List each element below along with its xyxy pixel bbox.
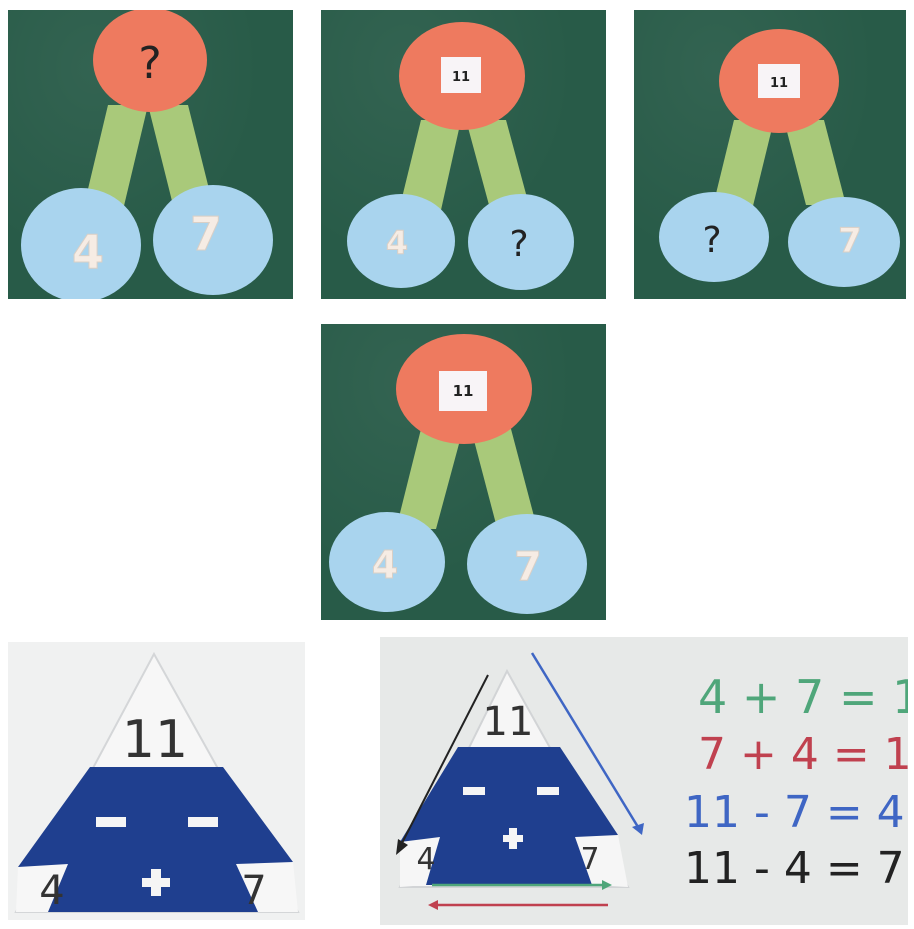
bond-right-circle xyxy=(467,514,587,614)
equation-2: 7 + 4 = 11 xyxy=(698,729,908,780)
triangle-right-number: 7 xyxy=(580,842,599,877)
triangle-left-number: 4 xyxy=(416,842,435,877)
bond-leg-left xyxy=(712,120,774,210)
bond-right-circle xyxy=(468,194,574,290)
triangle-left-number: 4 xyxy=(39,868,64,914)
arrow-green-head xyxy=(602,880,612,890)
number-bond-illustration: ? 4 7 xyxy=(21,8,273,302)
bond-left-circle xyxy=(659,192,769,282)
triangle-corner-left xyxy=(16,864,68,912)
arrow-black-head xyxy=(396,839,408,855)
bond-left-circle xyxy=(347,194,455,288)
bond-top-value: 11 xyxy=(770,76,788,91)
number-card xyxy=(439,371,487,411)
bond-left-circle xyxy=(329,512,445,612)
bond-right-value: ? xyxy=(509,224,528,265)
triangle-corner-right xyxy=(575,835,628,887)
number-bond-photo-3: 11 ? 7 xyxy=(634,10,906,299)
bond-left-value: ? xyxy=(702,220,721,261)
number-bond-illustration: 11 ? 7 xyxy=(659,29,900,287)
number-bond-photo-4: 11 4 7 xyxy=(321,324,606,620)
bond-top-circle xyxy=(93,8,207,112)
triangle-right-number: 7 xyxy=(241,868,266,914)
bond-leg-left xyxy=(399,120,461,210)
minus-sign-left xyxy=(96,817,126,827)
triangle-corner-right xyxy=(236,862,298,912)
triangle-blue-center xyxy=(18,767,293,912)
minus-sign-right xyxy=(537,787,559,795)
plus-sign-v xyxy=(151,869,161,896)
arrow-black xyxy=(399,674,489,848)
plus-sign-v xyxy=(509,828,517,849)
triangle-corner-left xyxy=(400,837,440,887)
fact-triangle-photo: 11 4 7 xyxy=(8,642,305,920)
triangle-top-number: 11 xyxy=(483,699,534,745)
triangle-blue-center xyxy=(400,747,618,885)
bond-left-value: 4 xyxy=(386,224,408,262)
bond-top-value: ? xyxy=(138,38,161,89)
bond-left-value: 4 xyxy=(372,543,398,587)
bond-right-value: 7 xyxy=(190,207,222,261)
bond-leg-right xyxy=(466,120,529,205)
bond-leg-right xyxy=(148,105,213,205)
number-bond-illustration: 11 4 7 xyxy=(329,334,587,614)
bond-top-value: 11 xyxy=(452,70,470,85)
fact-family-board-photo: 11 4 7 4 + 7 = 11 7 + 4 = 11 11 - 7 = 4 … xyxy=(380,637,914,925)
minus-sign-right xyxy=(188,817,218,827)
bond-leg-right xyxy=(784,120,846,205)
minus-sign-left xyxy=(463,787,485,795)
bond-leg-left xyxy=(83,105,148,210)
number-bond-photo-1: ? 4 7 xyxy=(8,8,293,302)
bond-right-circle xyxy=(153,185,273,295)
bond-right-value: 7 xyxy=(838,221,862,261)
number-bond-illustration: 11 4 ? xyxy=(347,22,574,290)
equation-1: 4 + 7 = 11 xyxy=(698,670,908,724)
triangle-top-number: 11 xyxy=(122,710,188,770)
equation-4: 11 - 4 = 7 xyxy=(684,843,905,894)
bond-leg-left xyxy=(396,429,463,529)
fact-triangle-illustration: 11 4 7 xyxy=(14,651,300,914)
bond-left-circle xyxy=(21,188,141,302)
bond-top-value: 11 xyxy=(453,382,474,400)
number-card xyxy=(441,57,481,93)
number-card xyxy=(758,64,800,98)
equation-3: 11 - 7 = 4 xyxy=(684,787,905,838)
arrow-blue xyxy=(530,652,640,828)
arrow-red-head xyxy=(428,900,438,910)
bond-left-value: 4 xyxy=(72,225,104,279)
bond-right-circle xyxy=(788,197,900,287)
fact-family-illustration: 11 4 7 4 + 7 = 11 7 + 4 = 11 11 - 7 = 4 … xyxy=(396,652,914,910)
number-bond-photo-2: 11 4 ? xyxy=(321,10,606,299)
arrow-blue-head xyxy=(632,823,644,835)
bond-right-value: 7 xyxy=(514,544,542,590)
bond-leg-right xyxy=(471,429,536,524)
